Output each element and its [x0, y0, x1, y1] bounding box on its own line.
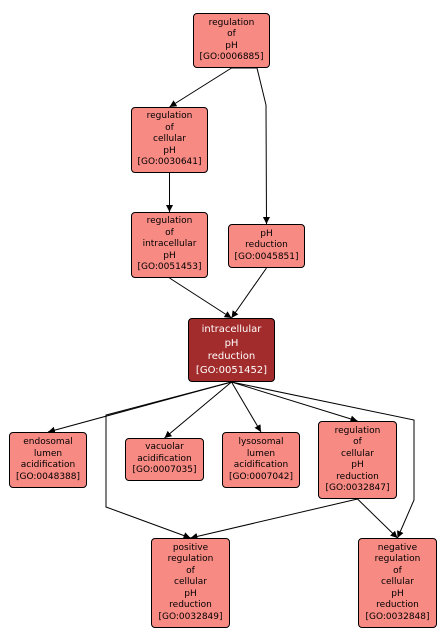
node-label: negative regulation of cellular pH reduc… [374, 542, 421, 611]
node-go-id: [GO:0032848] [365, 611, 430, 622]
edge-n6885-to-n45851 [231, 67, 270, 225]
node-go-0048388[interactable]: endosomal lumen acidification[GO:0048388… [9, 432, 87, 488]
edge-n51452-to-n32847 [231, 381, 358, 423]
node-go-id: [GO:0045851] [234, 251, 299, 262]
edge-n32847-to-n32849 [190, 498, 358, 540]
node-go-id: [GO:0032847] [325, 483, 390, 493]
node-go-0007042[interactable]: lysosomal lumen acidification[GO:0007042… [222, 432, 300, 488]
edge-n51452-to-n32848 [231, 381, 415, 539]
node-label: pH reduction [245, 228, 288, 251]
edge-n51452-to-n32849 [105, 381, 232, 539]
node-label: endosomal lumen acidification [20, 437, 76, 470]
node-go-0051452[interactable]: intracellular pH reduction [GO:0051452] [188, 318, 275, 382]
edge-n32847-to-n32848 [357, 498, 398, 539]
node-label: regulation of cellular pH reduction [334, 425, 381, 482]
node-go-id: [GO:0006885] [199, 52, 264, 62]
node-label: regulation of pH [208, 17, 255, 51]
node-go-id: [GO:0007042] [228, 471, 294, 482]
node-go-0045851[interactable]: pH reduction[GO:0045851] [228, 224, 305, 268]
node-go-id: [GO:0051453] [137, 262, 202, 273]
node-label: regulation of intracellular pH [142, 216, 197, 261]
edge-n6885-to-n30641 [169, 67, 232, 108]
node-go-id: [GO:0007035] [132, 465, 197, 476]
edge-n51452-to-n7042 [231, 381, 262, 433]
node-go-0007035[interactable]: vacuolar acidification[GO:0007035] [125, 438, 204, 481]
edge-n51452-to-n7035 [164, 381, 232, 439]
node-go-0032848[interactable]: negative regulation of cellular pH reduc… [358, 538, 437, 628]
node-go-id: [GO:0030641] [137, 157, 202, 168]
node-go-0032847[interactable]: regulation of cellular pH reduction[GO:0… [318, 421, 397, 499]
node-label: positive regulation of cellular pH reduc… [167, 542, 214, 611]
node-go-id: [GO:0051452] [195, 364, 268, 376]
node-go-id: [GO:0032849] [158, 611, 223, 622]
edge-n45851-to-n51452 [231, 267, 267, 319]
node-label: lysosomal lumen acidification [233, 437, 289, 470]
node-go-0006885[interactable]: regulation of pH[GO:0006885] [193, 13, 270, 68]
edge-n51453-to-n51452 [169, 277, 232, 319]
node-go-id: [GO:0048388] [15, 471, 81, 482]
node-label: regulation of cellular pH [146, 111, 193, 156]
node-go-0032849[interactable]: positive regulation of cellular pH reduc… [151, 538, 230, 628]
node-go-0051453[interactable]: regulation of intracellular pH[GO:005145… [131, 212, 208, 278]
node-go-0030641[interactable]: regulation of cellular pH[GO:0030641] [131, 107, 208, 173]
node-label: vacuolar acidification [137, 442, 192, 464]
node-label: intracellular pH reduction [201, 324, 262, 362]
